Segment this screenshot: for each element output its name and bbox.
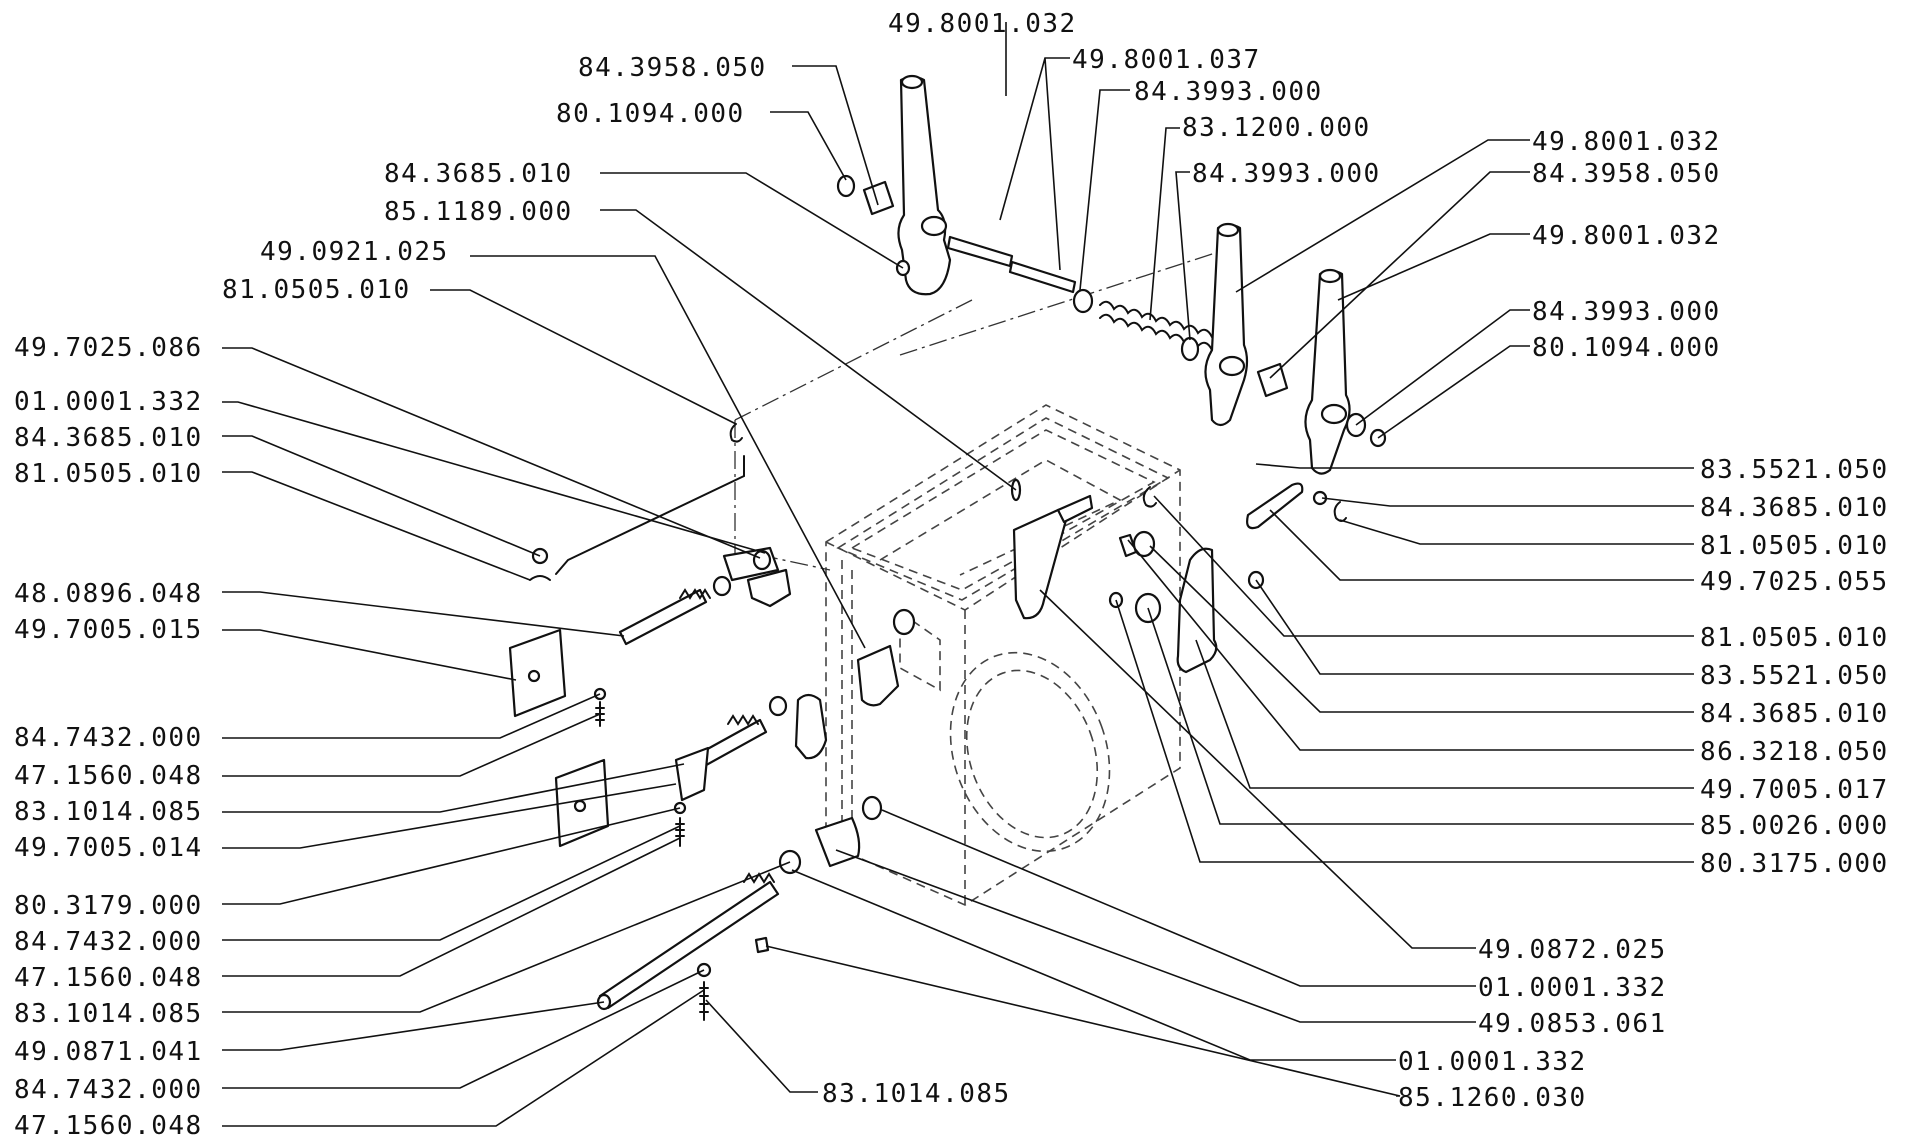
clip-center xyxy=(1142,486,1157,508)
rod-clip-top xyxy=(729,423,743,443)
shaft-pin-b xyxy=(1008,260,1077,294)
lower-shaft xyxy=(598,880,780,1010)
callout-10: 81.0505.010 xyxy=(222,275,411,305)
callout-47: 49.0853.061 xyxy=(1478,1009,1667,1039)
callout-0: 49.8001.032 xyxy=(888,9,1077,39)
callout-22: 84.7432.000 xyxy=(14,927,203,957)
callout-7: 84.3993.000 xyxy=(1192,159,1381,189)
bushing-right xyxy=(1256,362,1289,398)
callout-15: 48.0896.048 xyxy=(14,579,203,609)
callout-31: 49.8001.032 xyxy=(1532,221,1721,251)
upper-bracket-hole xyxy=(527,669,541,683)
callout-33: 80.1094.000 xyxy=(1532,333,1721,363)
callout-45: 49.0872.025 xyxy=(1478,935,1667,965)
callout-11: 49.7025.086 xyxy=(14,333,203,363)
callout-44: 80.3175.000 xyxy=(1700,849,1889,879)
callout-1: 84.3958.050 xyxy=(578,53,767,83)
callout-32: 84.3993.000 xyxy=(1532,297,1721,327)
link-arm-right xyxy=(1246,482,1304,530)
washer-a xyxy=(1072,288,1094,314)
selector-ring-top xyxy=(892,608,916,636)
callout-13: 84.3685.010 xyxy=(14,423,203,453)
callout-38: 81.0505.010 xyxy=(1700,623,1889,653)
mid-lever xyxy=(794,693,828,760)
callout-40: 84.3685.010 xyxy=(1700,699,1889,729)
assembly-center-lines xyxy=(734,244,1241,571)
callout-39: 83.5521.050 xyxy=(1700,661,1889,691)
washer-b xyxy=(1180,336,1200,362)
callout-46: 01.0001.332 xyxy=(1478,973,1667,1003)
mid-thread xyxy=(727,714,759,726)
mid-bolt xyxy=(675,817,685,847)
lever-top-left xyxy=(897,74,952,296)
spring-pin xyxy=(754,936,770,954)
callout-5: 83.1200.000 xyxy=(1182,113,1371,143)
callout-37: 49.7025.055 xyxy=(1700,567,1889,597)
lower-lever xyxy=(814,816,861,868)
upper-shaft xyxy=(618,588,708,646)
mid-bracket-hole xyxy=(573,799,587,813)
callout-17: 84.7432.000 xyxy=(14,723,203,753)
callout-35: 84.3685.010 xyxy=(1700,493,1889,523)
callout-26: 84.7432.000 xyxy=(14,1075,203,1105)
callout-34: 83.5521.050 xyxy=(1700,455,1889,485)
clip-right xyxy=(1333,501,1347,522)
center-fork xyxy=(1012,508,1069,620)
callout-48: 01.0001.332 xyxy=(1398,1047,1587,1077)
callout-29: 49.8001.032 xyxy=(1532,127,1721,157)
callout-24: 83.1014.085 xyxy=(14,999,203,1029)
callout-36: 81.0505.010 xyxy=(1700,531,1889,561)
callout-12: 01.0001.332 xyxy=(14,387,203,417)
callout-9: 49.0921.025 xyxy=(260,237,449,267)
retaining-ring xyxy=(836,174,856,198)
parts xyxy=(508,74,1387,1021)
bolt-right xyxy=(1118,533,1138,558)
callout-25: 49.0871.041 xyxy=(14,1037,203,1067)
callout-6: 84.3685.010 xyxy=(384,159,573,189)
selector-fork xyxy=(856,644,900,707)
callout-20: 49.7005.014 xyxy=(14,833,203,863)
upper-fork xyxy=(746,568,792,608)
callout-43: 85.0026.000 xyxy=(1700,811,1889,841)
side-bracket xyxy=(1176,547,1218,674)
callout-30: 84.3958.050 xyxy=(1532,159,1721,189)
lever-right-a xyxy=(1204,222,1249,427)
upper-lever-bore xyxy=(752,549,772,571)
callout-18: 47.1560.048 xyxy=(14,761,203,791)
spring xyxy=(1099,300,1227,355)
callout-42: 49.7005.017 xyxy=(1700,775,1889,805)
callout-41: 86.3218.050 xyxy=(1700,737,1889,767)
upper-thread xyxy=(679,588,711,600)
bushing xyxy=(862,180,895,216)
mid-fork xyxy=(674,746,710,802)
leader-lines xyxy=(222,22,1694,1127)
callout-28: 83.1014.085 xyxy=(822,1079,1011,1109)
callout-19: 83.1014.085 xyxy=(14,797,203,827)
callout-23: 47.1560.048 xyxy=(14,963,203,993)
callout-49: 85.1260.030 xyxy=(1398,1083,1587,1113)
lower-bolt xyxy=(699,981,709,1021)
callout-2: 49.8001.037 xyxy=(1072,45,1261,75)
shaft-pin-a xyxy=(946,235,1014,268)
rod-clip-bottom xyxy=(529,575,551,581)
callout-14: 81.0505.010 xyxy=(14,459,203,489)
callout-4: 80.1094.000 xyxy=(556,99,745,129)
callout-3: 84.3993.000 xyxy=(1134,77,1323,107)
fork-arm xyxy=(1056,494,1094,524)
lever-right-b xyxy=(1304,268,1351,475)
mid-washer xyxy=(768,695,788,717)
callout-8: 85.1189.000 xyxy=(384,197,573,227)
callout-27: 47.1560.048 xyxy=(14,1111,203,1138)
callout-labels: 49.8001.032 84.3958.050 49.8001.037 84.3… xyxy=(14,9,1889,1138)
callout-21: 80.3179.000 xyxy=(14,891,203,921)
lower-ring xyxy=(861,795,883,821)
upper-washer xyxy=(712,575,732,597)
callout-16: 49.7005.015 xyxy=(14,615,203,645)
control-rod xyxy=(555,455,745,575)
